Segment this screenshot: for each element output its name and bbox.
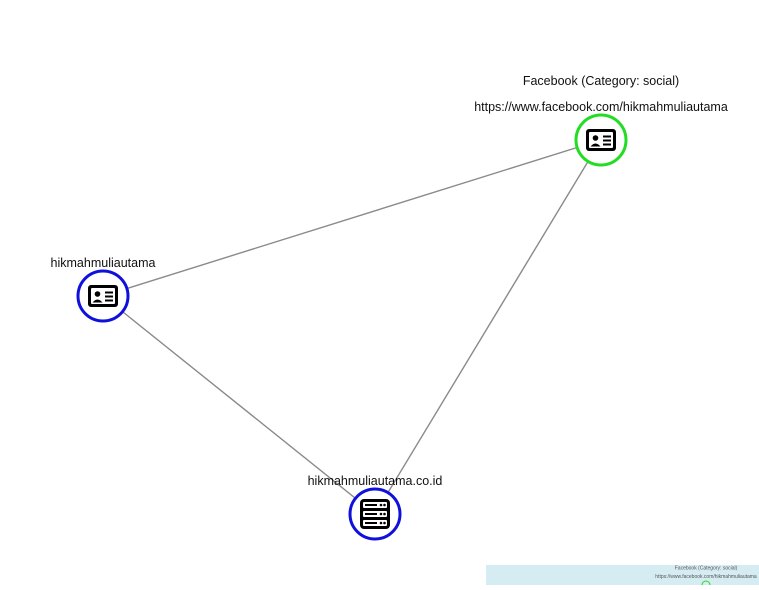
minimap-label-url: https://www.facebook.com/hikmahmuliautam… [655, 574, 757, 580]
id-card-icon [586, 129, 616, 151]
node-facebook-url: https://www.facebook.com/hikmahmuliautam… [474, 100, 728, 114]
id-card-icon [88, 285, 118, 307]
node-domain-label: hikmahmuliautama.co.id [308, 474, 443, 488]
node-username-label: hikmahmuliautama [51, 256, 156, 270]
minimap-label-title: Facebook (Category: social) [675, 566, 738, 572]
edge-domain-facebook [374, 139, 602, 515]
edge-username-domain [102, 295, 376, 515]
edge-layer [102, 139, 602, 515]
minimap-node-facebook [701, 580, 711, 585]
node-username[interactable] [76, 269, 130, 323]
server-icon [360, 499, 390, 529]
minimap[interactable]: Facebook (Category: social) https://www.… [486, 565, 759, 585]
node-facebook[interactable] [574, 113, 628, 167]
node-domain[interactable] [348, 487, 402, 541]
node-facebook-title: Facebook (Category: social) [523, 74, 679, 88]
minimap-svg: Facebook (Category: social) https://www.… [655, 566, 757, 585]
edge-username-facebook [102, 139, 602, 297]
